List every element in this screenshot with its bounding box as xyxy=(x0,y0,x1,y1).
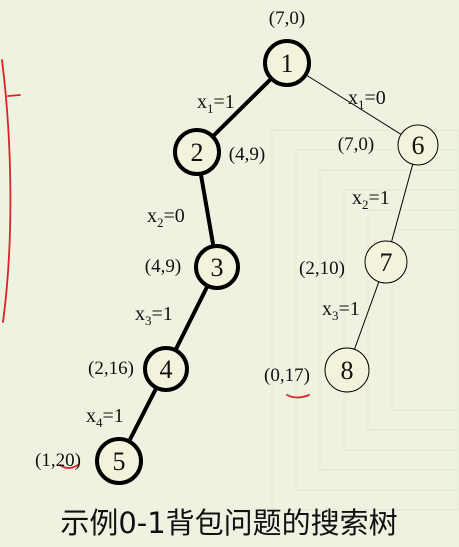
red-tick-mark xyxy=(7,94,21,97)
tree-node-7 xyxy=(364,240,408,284)
tree-node-label-1: 1 xyxy=(281,49,294,78)
red-underline-mark-right xyxy=(286,394,310,399)
red-bracket-mark xyxy=(1,59,12,323)
tree-node-label-3: 3 xyxy=(211,253,224,282)
node-state-labels: (7,0) (4,9) (4,9) (2,16) (1,20) (7,0) (2,10) (0… xyxy=(35,8,374,471)
tree-node-6 xyxy=(397,124,439,166)
tree-node-2 xyxy=(173,128,221,176)
node-state-4: (2,16) xyxy=(88,358,134,379)
node-state-6: (7,0) xyxy=(338,134,374,155)
edge-label-1-6: x1=0 xyxy=(348,87,386,112)
tree-node-label-6: 6 xyxy=(412,131,425,160)
edge-label-4-5: x4=1 xyxy=(86,405,124,430)
edge-label-6-7: x2=1 xyxy=(352,187,390,212)
node-state-1: (7,0) xyxy=(269,8,305,29)
tree-node-5 xyxy=(95,437,143,485)
edge-label-3-4: x3=1 xyxy=(135,303,173,328)
tree-node-3 xyxy=(194,244,240,290)
red-underline-mark-left xyxy=(59,464,79,469)
tree-node-8 xyxy=(324,347,370,393)
tree-node-4 xyxy=(143,346,189,392)
tree-edge-1-6 xyxy=(286,62,419,146)
node-state-8: (0,17) xyxy=(264,365,310,386)
edge-labels: x1=1 x2=0 x3=1 x4=1 x1=0 x2=1 x3=1 xyxy=(86,87,390,430)
edge-label-7-8: x3=1 xyxy=(322,298,360,323)
tree-node-1 xyxy=(263,39,311,87)
node-state-3: (4,9) xyxy=(145,256,181,277)
node-state-7: (2,10) xyxy=(299,258,345,279)
edge-label-2-3: x2=0 xyxy=(147,205,185,230)
tree-node-label-7: 7 xyxy=(380,248,393,277)
tree-node-label-8: 8 xyxy=(341,356,354,385)
diagram-caption: 示例0-1背包问题的搜索树 xyxy=(60,506,397,540)
tree-nodes: 1 2 3 4 5 6 7 8 xyxy=(95,39,439,485)
red-annotations xyxy=(1,59,310,469)
node-state-2: (4,9) xyxy=(229,144,265,165)
tree-node-label-4: 4 xyxy=(160,355,173,384)
node-state-5: (1,20) xyxy=(35,450,81,471)
edge-label-1-2: x1=1 xyxy=(197,91,235,116)
tree-node-label-2: 2 xyxy=(191,138,204,167)
tree-node-label-5: 5 xyxy=(113,447,126,476)
